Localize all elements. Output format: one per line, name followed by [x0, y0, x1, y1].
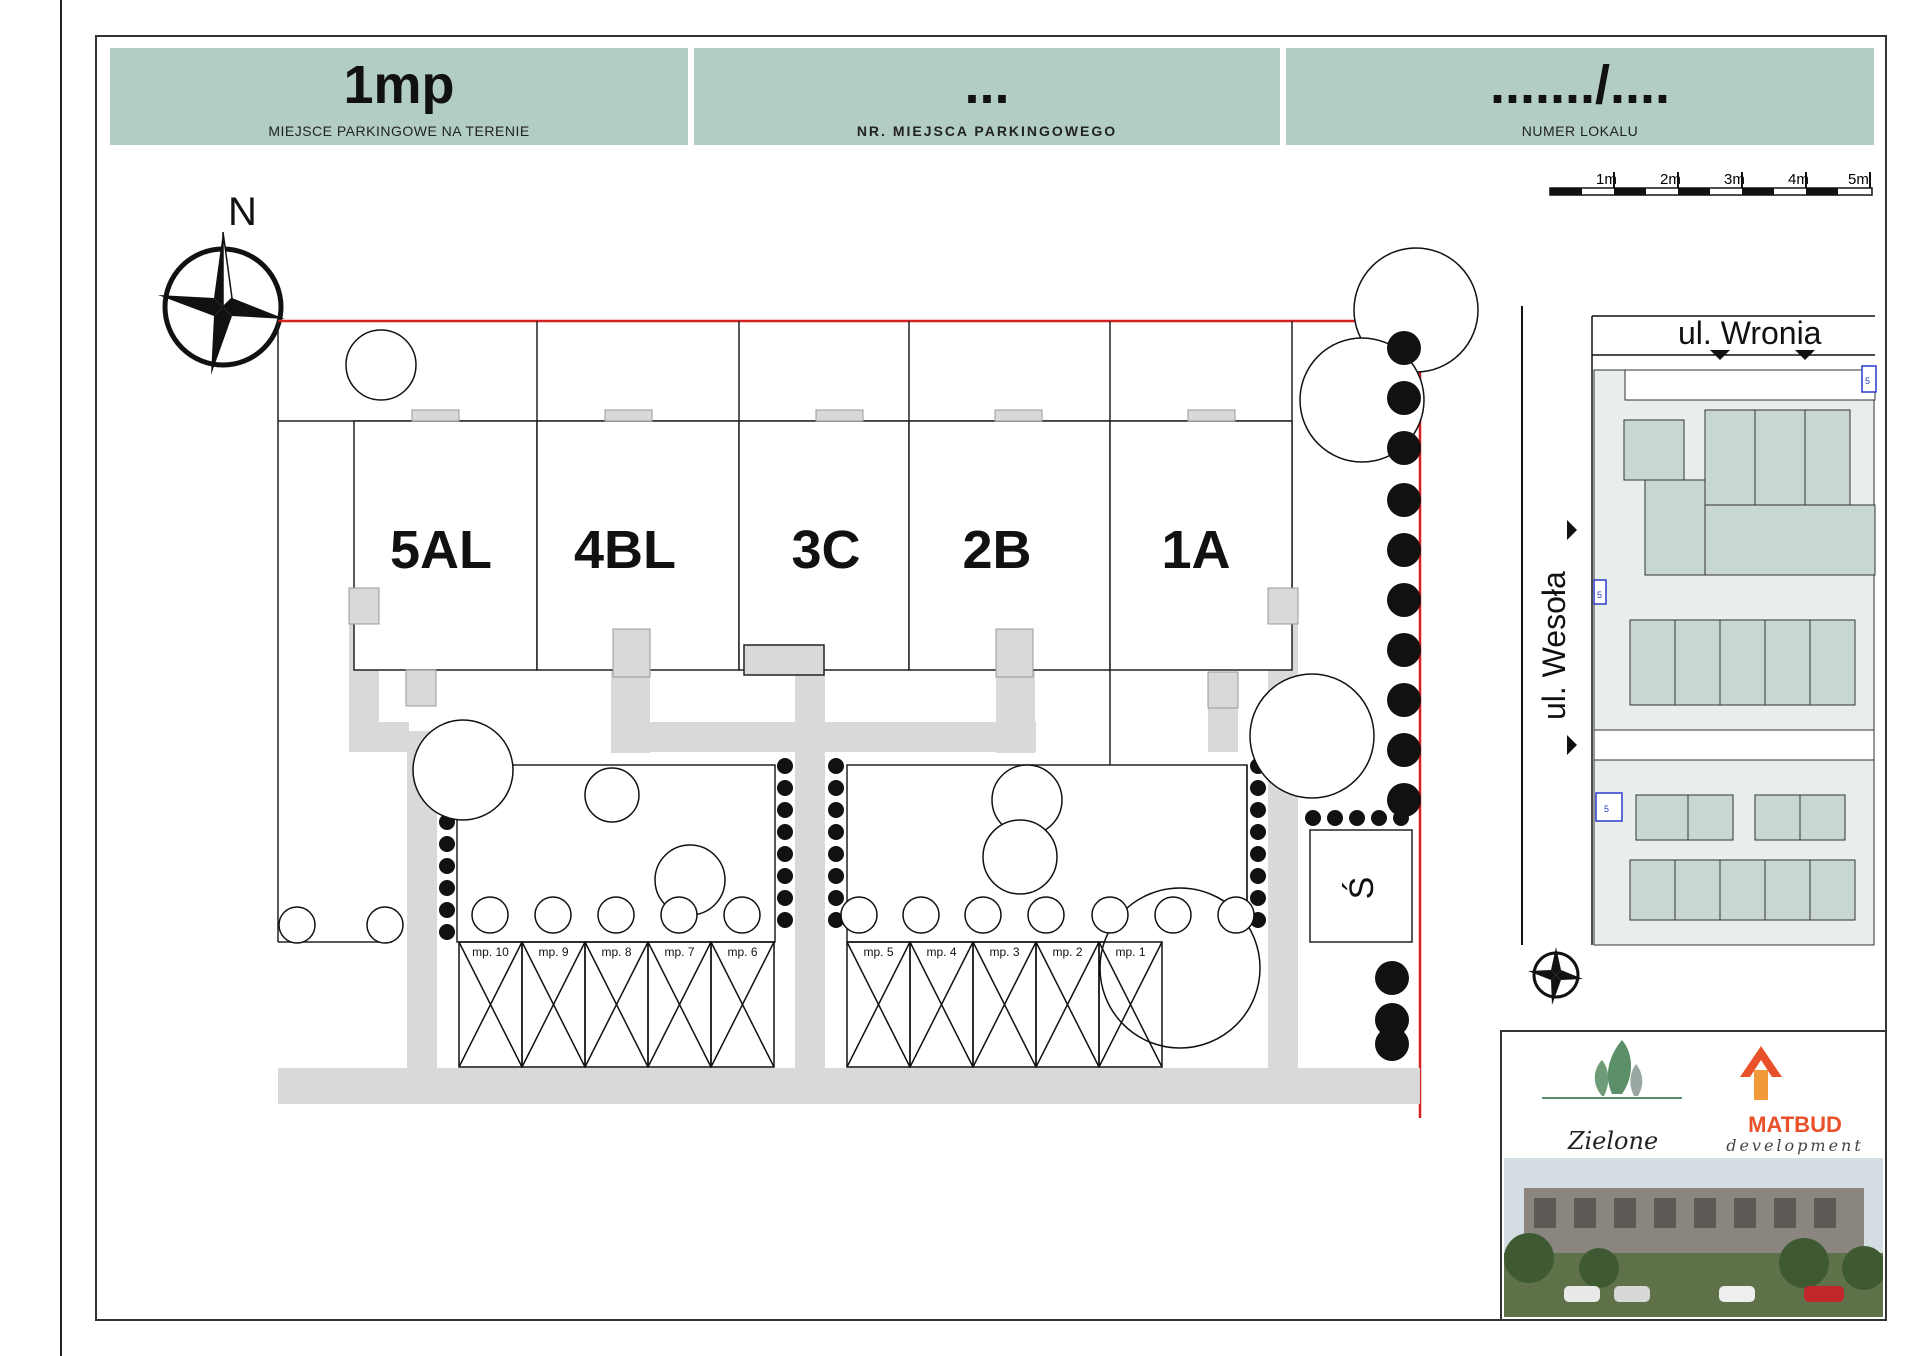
parking-bay-cross: [647, 941, 712, 1068]
unit-labels: 5AL 4BL 3C 2B 1A: [390, 520, 1231, 580]
parking-number-caption: NR. MIEJSCA PARKINGOWEGO: [856, 123, 1118, 139]
scale-bar: 1m 2m 3m 4m 5m: [1549, 171, 1873, 196]
drawing-sheet-frame: [95, 35, 1887, 1321]
header-parking-count: 1mp MIEJSCE PARKINGOWE NA TERENIE: [110, 48, 688, 145]
parking-bay: mp. 9: [521, 941, 586, 1068]
entrance-stoops: [348, 409, 1299, 709]
scale-label-5m: 5m: [1848, 171, 1869, 188]
page-margin-rule: [60, 0, 62, 1356]
parking-count-value: 1mp: [343, 55, 455, 115]
parking-bay-cross: [1035, 941, 1100, 1068]
parking-bay-cross: [584, 941, 649, 1068]
tree-symbols: [278, 247, 1479, 1049]
parking-bay-label: mp. 9: [538, 945, 568, 959]
parking-bay-cross: [972, 941, 1037, 1068]
parking-bay-cross: [521, 941, 586, 1068]
unit-label-3c: 3C: [791, 520, 860, 580]
parking-bay-label: mp. 1: [1115, 945, 1145, 959]
parking-bay-label: mp. 5: [863, 945, 893, 959]
parking-bay-cross: [1098, 941, 1163, 1068]
house-row: [353, 420, 1293, 676]
parking-bay-label: mp. 7: [664, 945, 694, 959]
parking-bay: mp. 8: [584, 941, 649, 1068]
map-marker-label-1: 5: [1865, 376, 1870, 386]
parking-bay-label: mp. 6: [727, 945, 757, 959]
parking-bay: mp. 1: [1098, 941, 1163, 1068]
zielone-alejki-logo-icon: [1542, 1040, 1682, 1099]
compass-north-label: N: [228, 190, 257, 234]
parking-bay-label: mp. 4: [926, 945, 956, 959]
map-marker-label-3: 5: [1604, 804, 1609, 814]
map-marker-label-2: 5: [1597, 590, 1602, 600]
location-map: 5 5 5 ul. Wronia ul. Wesoła: [1521, 306, 1877, 946]
parking-bay-label: mp. 10: [472, 945, 509, 959]
branding-panel: Zielone Alejki MATBUD development: [1500, 1030, 1887, 1321]
parking-bay: mp. 3: [972, 941, 1037, 1068]
parking-bay-outline: [1098, 941, 1163, 1068]
parking-bay-outline: [710, 941, 775, 1068]
parking-bay: mp. 2: [1035, 941, 1100, 1068]
parking-bay-label: mp. 8: [601, 945, 631, 959]
parking-bay-cross: [710, 941, 775, 1068]
unit-number-value: ......./....: [1489, 55, 1671, 115]
scale-label-3m: 3m: [1724, 171, 1745, 188]
parking-bay: mp. 6: [710, 941, 775, 1068]
scale-label-4m: 4m: [1788, 171, 1809, 188]
parking-bay-cross: [458, 941, 523, 1068]
shrub-row: [1375, 331, 1421, 1061]
map-compass-icon: [1528, 947, 1583, 1005]
parking-bay-label: mp. 3: [989, 945, 1019, 959]
unit-label-2b: 2B: [962, 520, 1031, 580]
scale-label-2m: 2m: [1660, 171, 1681, 188]
parking-bay: mp. 5: [846, 941, 911, 1068]
development-rendering-image: [1504, 1158, 1883, 1317]
unit-label-1a: 1A: [1161, 520, 1230, 580]
rendering-illustration: [1504, 1158, 1883, 1317]
matbud-logo-icon: [1740, 1046, 1782, 1100]
parking-bay: mp. 10: [458, 941, 523, 1068]
brand-subtitle-development: development: [1726, 1136, 1864, 1155]
parking-bay-cross: [846, 941, 911, 1068]
brand-name-matbud: MATBUD: [1748, 1112, 1842, 1137]
street-label-wesola: ul. Wesoła: [1536, 571, 1572, 720]
unit-label-4bl: 4BL: [574, 520, 676, 580]
parking-bay: mp. 7: [647, 941, 712, 1068]
compass-icon: N: [158, 190, 285, 375]
parking-count-caption: MIEJSCE PARKINGOWE NA TERENIE: [268, 123, 530, 139]
parking-bays: mp. 10 mp. 9 mp. 8 mp. 7 mp. 6 mp. 5 mp. 4 mp. …: [458, 941, 1163, 1068]
parking-bay: mp. 4: [909, 941, 974, 1068]
header-unit-number: ......./.... NUMER LOKALU: [1286, 48, 1874, 145]
waste-area: Ś: [1309, 829, 1413, 943]
parking-bay-label: mp. 2: [1052, 945, 1082, 959]
scale-label-1m: 1m: [1596, 171, 1617, 188]
unit-number-caption: NUMER LOKALU: [1521, 123, 1639, 139]
unit-label-5al: 5AL: [390, 520, 492, 580]
header-parking-number: ... NR. MIEJSCA PARKINGOWEGO: [694, 48, 1280, 145]
street-label-wronia: ul. Wronia: [1678, 315, 1822, 351]
parking-bay-cross: [909, 941, 974, 1068]
branding-logos: [1542, 1040, 1782, 1100]
parking-number-value: ...: [964, 55, 1010, 115]
waste-area-label: Ś: [1342, 877, 1381, 900]
